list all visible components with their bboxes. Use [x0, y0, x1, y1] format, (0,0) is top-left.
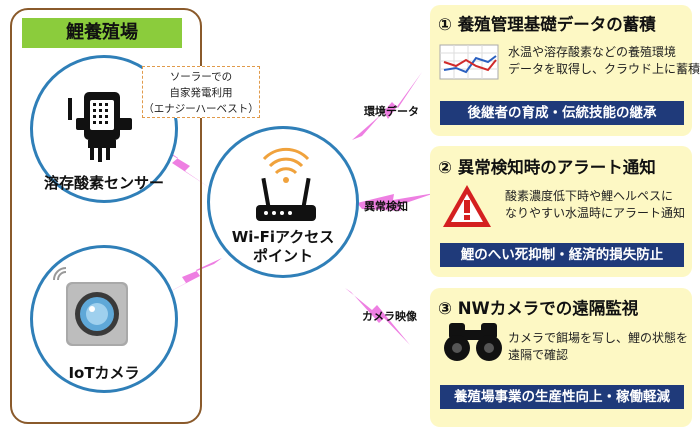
chart-icon — [439, 44, 499, 80]
link-label-video: カメラ映像 — [362, 310, 417, 323]
camera-label: IoTカメラ — [68, 364, 140, 382]
sensor-label: 溶存酸素センサー — [43, 174, 164, 192]
wifi-router-icon — [256, 147, 316, 221]
link-label-env: 環境データ — [364, 105, 419, 118]
panel-description: カメラで餌場を写し、鯉の状態を 遠隔で確認 — [508, 330, 688, 364]
panel-description-line: データを取得し、クラウド上に蓄積 — [508, 62, 700, 76]
panel-description-line: 水温や溶存酸素などの養殖環境 — [508, 45, 677, 59]
panel-title: ③ NWカメラでの遠隔監視 — [438, 299, 639, 318]
alert-icon — [443, 185, 491, 227]
link-label-anomaly: 異常検知 — [364, 200, 408, 213]
router-label-line: ポイント — [252, 247, 313, 265]
lightning-bolt-camera — [150, 258, 222, 302]
oxygen-sensor-icon — [68, 92, 132, 162]
panel-description-line: 酸素濃度低下時や鯉ヘルペスに — [505, 189, 674, 203]
router-label-line: Wi-Fiアクセス — [231, 228, 335, 246]
lightning-bolt-video — [345, 288, 410, 345]
panel-benefit-bar: 鯉のへい死抑制・経済的損失防止 — [440, 243, 684, 267]
binoculars-icon — [444, 323, 502, 361]
panel-benefit-bar: 養殖場事業の生産性向上・稼働軽減 — [440, 385, 684, 409]
panel-title: ② 異常検知時のアラート通知 — [438, 158, 656, 177]
panel-title: ① 養殖管理基礎データの蓄積 — [438, 15, 656, 34]
router-label: Wi-Fiアクセス ポイント — [207, 228, 359, 266]
farm-title: 鯉養殖場 — [22, 18, 182, 48]
solar-note-line: ソーラーでの — [169, 71, 233, 83]
panel-description-line: カメラで餌場を写し、鯉の状態を — [508, 331, 689, 345]
lightning-bolt-sensor — [152, 140, 210, 188]
panel-description-line: 遠隔で確認 — [508, 348, 569, 362]
iot-camera-icon — [53, 267, 128, 346]
solar-note: ソーラーでの 自家発電利用 （エナジーハーベスト） — [142, 66, 260, 118]
panel-benefit-bar: 後継者の育成・伝統技能の継承 — [440, 101, 684, 125]
panel-description-line: なりやすい水温時にアラート通知 — [505, 206, 686, 220]
lightning-bolt-anomaly — [357, 193, 435, 211]
solar-note-line: （エナジーハーベスト） — [143, 103, 259, 115]
farm-frame — [10, 8, 202, 424]
router-circle — [207, 126, 359, 278]
panel-description: 水温や溶存酸素などの養殖環境 データを取得し、クラウド上に蓄積 — [508, 44, 700, 78]
solar-note-line: 自家発電利用 — [169, 87, 233, 99]
panel-description: 酸素濃度低下時や鯉ヘルペスに なりやすい水温時にアラート通知 — [505, 188, 685, 222]
